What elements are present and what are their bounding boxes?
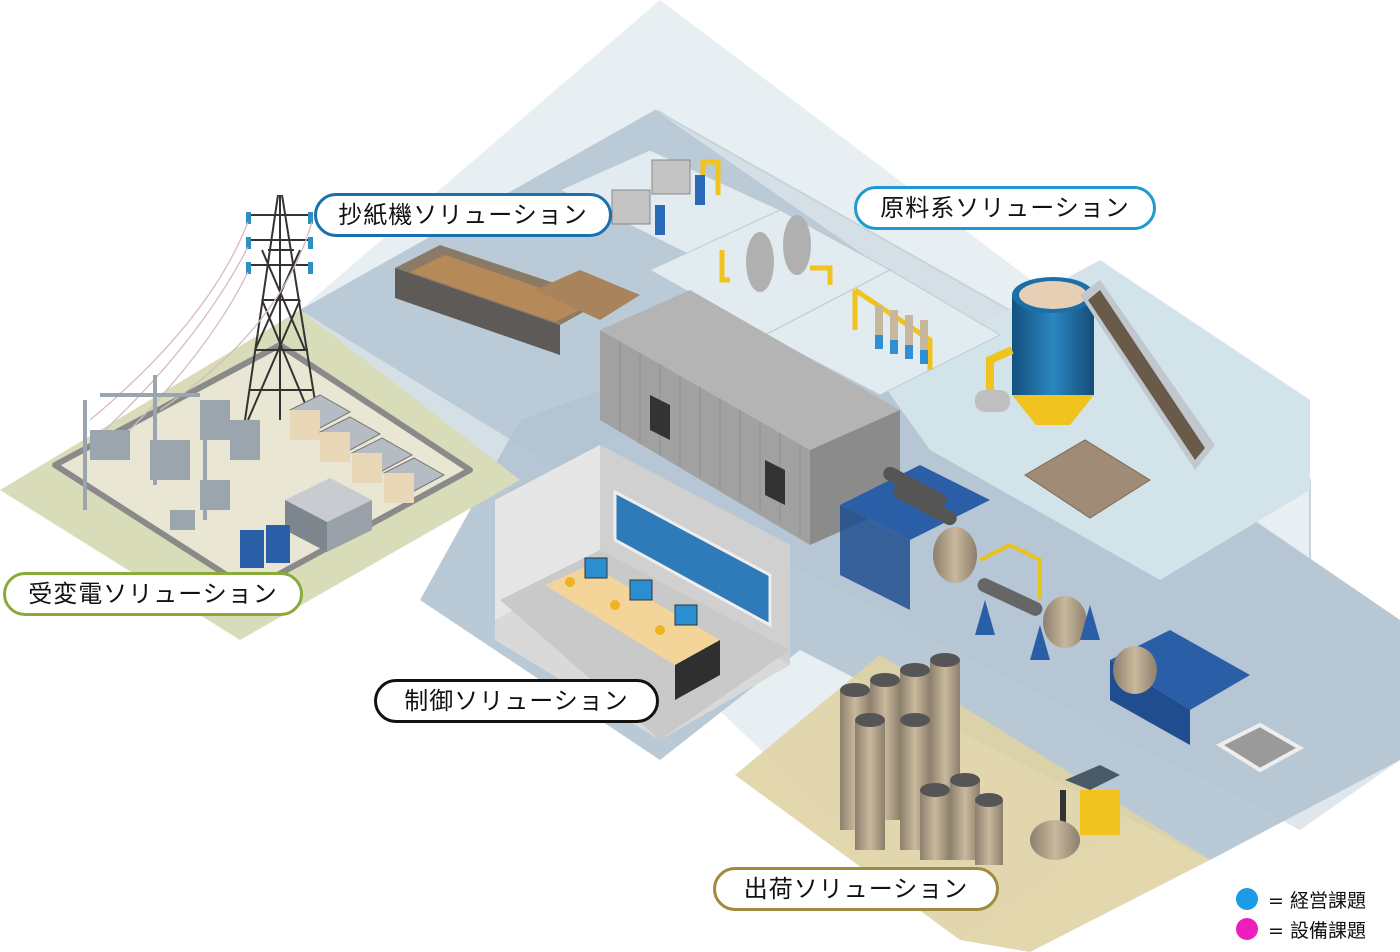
shipping-area	[735, 653, 1210, 952]
paper-machine	[395, 245, 900, 545]
zone-label-papermaking[interactable]: 抄紙機ソリューション	[314, 193, 612, 237]
kiosk-icon	[288, 394, 446, 503]
zone-label-control[interactable]: 制御ソリューション	[374, 679, 659, 723]
legend: = 経営課題 = 設備課題	[1236, 884, 1366, 944]
legend-label: = 設備課題	[1268, 919, 1366, 942]
paper-roll-stack-icon	[840, 653, 1003, 865]
magenta-dot-icon	[1236, 918, 1258, 940]
zone-label-substation[interactable]: 受変電ソリューション	[3, 572, 303, 616]
zone-label-raw-material[interactable]: 原料系ソリューション	[854, 186, 1156, 230]
blue-dot-icon	[1236, 888, 1258, 910]
forklift-icon	[1030, 765, 1120, 860]
substation-area	[0, 194, 520, 640]
legend-label: = 経営課題	[1268, 889, 1366, 912]
legend-item-management: = 経営課題	[1236, 884, 1366, 914]
control-room	[495, 445, 790, 740]
pulp-equipment	[611, 159, 933, 370]
pulper-tank	[975, 277, 1215, 519]
transmission-tower-icon	[244, 194, 319, 421]
winder-equipment	[840, 465, 1305, 773]
zone-label-shipping[interactable]: 出荷ソリューション	[713, 867, 999, 911]
legend-item-equipment: = 設備課題	[1236, 914, 1366, 944]
